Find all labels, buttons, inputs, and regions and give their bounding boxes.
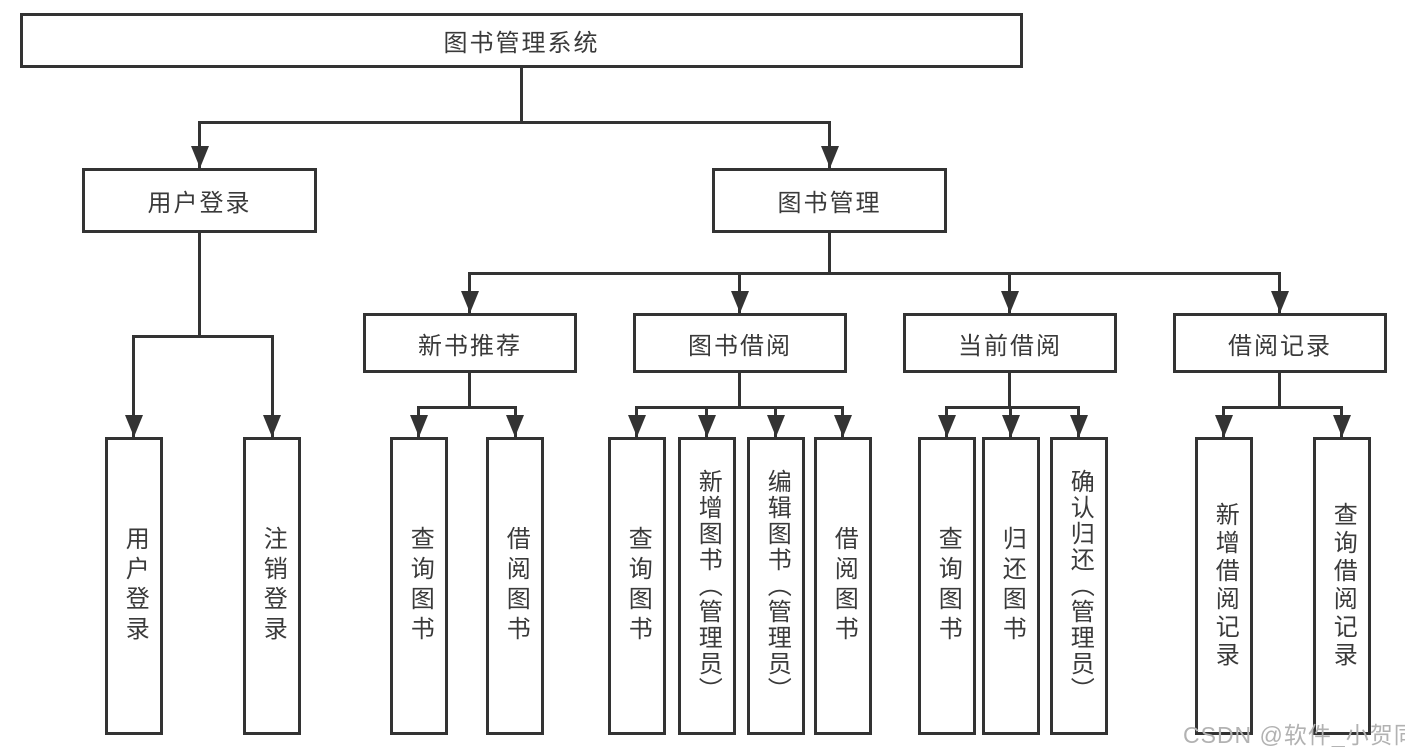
leaf-user-login: 用户登录 — [105, 437, 163, 735]
leaf-query-books-recommend-label: 查询图书 — [406, 526, 434, 646]
leaf-add-book-admin-label: 新增图书（管理员） — [694, 469, 722, 703]
connector-hline — [468, 272, 1281, 275]
node-book-management: 图书管理 — [712, 168, 947, 233]
watermark: CSDN @软件_小贺同学 — [1183, 722, 1405, 747]
leaf-query-borrow-record: 查询借阅记录 — [1313, 437, 1371, 735]
arrow-down-icon — [506, 415, 524, 437]
connector-vline — [468, 373, 471, 409]
leaf-borrow-books-borrow-label: 借阅图书 — [830, 526, 858, 646]
connector-hline — [417, 406, 517, 409]
leaf-query-books-borrow: 查询图书 — [608, 437, 666, 735]
connector-hline — [198, 121, 831, 124]
arrow-down-icon — [125, 415, 143, 437]
connector-vline — [198, 121, 201, 168]
arrow-down-icon — [461, 291, 479, 313]
node-current-borrow: 当前借阅 — [903, 313, 1117, 373]
node-borrow-records-label: 借阅记录 — [1228, 332, 1332, 360]
arrow-down-icon — [938, 415, 956, 437]
leaf-return-book: 归还图书 — [982, 437, 1040, 735]
leaf-logout-label: 注销登录 — [259, 526, 287, 646]
leaf-confirm-return-admin-label: 确认归还（管理员） — [1066, 469, 1094, 703]
connector-vline — [271, 335, 274, 437]
arrow-down-icon — [834, 415, 852, 437]
connector-vline — [132, 335, 135, 437]
connector-vline — [1008, 373, 1011, 409]
connector-hline — [635, 406, 844, 409]
arrow-down-icon — [1070, 415, 1088, 437]
connector-hline — [1222, 406, 1343, 409]
node-new-book-recommend-label: 新书推荐 — [418, 332, 522, 360]
arrow-down-icon — [698, 415, 716, 437]
arrow-down-icon — [821, 146, 839, 168]
arrow-down-icon — [410, 415, 428, 437]
node-root-label: 图书管理系统 — [443, 30, 600, 57]
arrow-down-icon — [1271, 291, 1289, 313]
node-book-borrow-label: 图书借阅 — [688, 332, 792, 360]
arrow-down-icon — [767, 415, 785, 437]
arrow-down-icon — [628, 415, 646, 437]
leaf-query-books-current: 查询图书 — [918, 437, 976, 735]
leaf-user-login-label: 用户登录 — [121, 526, 149, 646]
leaf-return-book-label: 归还图书 — [998, 526, 1026, 646]
connector-vline — [738, 373, 741, 409]
connector-vline — [198, 233, 201, 338]
leaf-query-borrow-record-label: 查询借阅记录 — [1329, 502, 1357, 670]
connector-vline — [1278, 373, 1281, 409]
arrow-down-icon — [1002, 415, 1020, 437]
node-new-book-recommend: 新书推荐 — [363, 313, 577, 373]
arrow-down-icon — [191, 146, 209, 168]
leaf-query-books-recommend: 查询图书 — [390, 437, 448, 735]
connector-vline — [520, 68, 523, 124]
leaf-borrow-books-recommend: 借阅图书 — [486, 437, 544, 735]
node-book-management-label: 图书管理 — [777, 190, 882, 217]
leaf-borrow-books-recommend-label: 借阅图书 — [502, 526, 530, 646]
leaf-edit-book-admin: 编辑图书（管理员） — [747, 437, 805, 735]
connector-vline — [828, 233, 831, 275]
leaf-logout: 注销登录 — [243, 437, 301, 735]
arrow-down-icon — [731, 291, 749, 313]
connector-hline — [132, 335, 274, 338]
arrow-down-icon — [1001, 291, 1019, 313]
node-root: 图书管理系统 — [20, 13, 1023, 68]
leaf-add-book-admin: 新增图书（管理员） — [678, 437, 736, 735]
leaf-add-borrow-record: 新增借阅记录 — [1195, 437, 1253, 735]
leaf-add-borrow-record-label: 新增借阅记录 — [1211, 502, 1239, 670]
leaf-confirm-return-admin: 确认归还（管理员） — [1050, 437, 1108, 735]
node-borrow-records: 借阅记录 — [1173, 313, 1387, 373]
arrow-down-icon — [263, 415, 281, 437]
node-user-login-label: 用户登录 — [147, 190, 252, 217]
arrow-down-icon — [1215, 415, 1233, 437]
node-book-borrow: 图书借阅 — [633, 313, 847, 373]
connector-hline — [945, 406, 1080, 409]
leaf-borrow-books-borrow: 借阅图书 — [814, 437, 872, 735]
connector-vline — [828, 121, 831, 168]
leaf-edit-book-admin-label: 编辑图书（管理员） — [763, 469, 791, 703]
node-user-login: 用户登录 — [82, 168, 317, 233]
node-current-borrow-label: 当前借阅 — [958, 332, 1062, 360]
arrow-down-icon — [1333, 415, 1351, 437]
leaf-query-books-borrow-label: 查询图书 — [624, 526, 652, 646]
leaf-query-books-current-label: 查询图书 — [934, 526, 962, 646]
